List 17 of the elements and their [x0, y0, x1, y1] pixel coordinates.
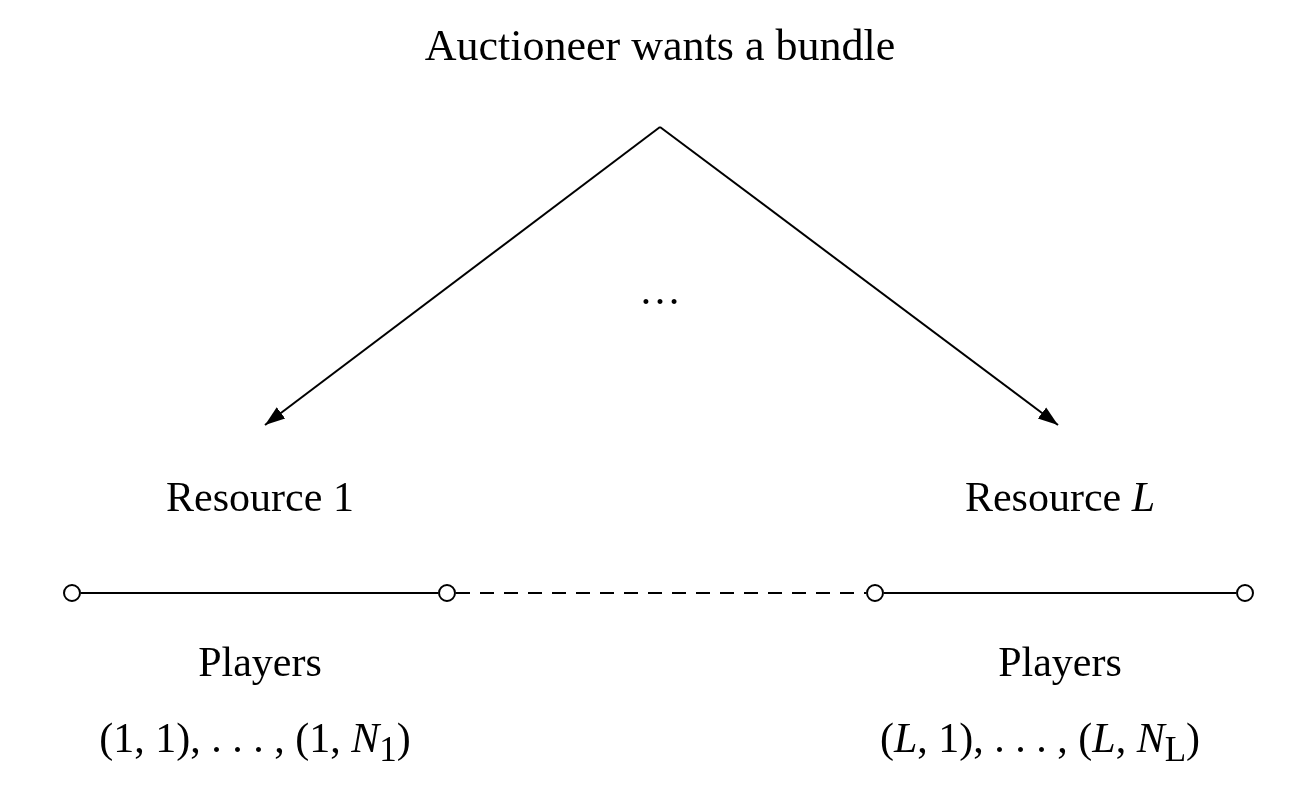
arrow [659, 126, 1059, 426]
player-label: Players [998, 637, 1122, 687]
resource-label: Resource 1 [166, 472, 354, 522]
resource-label: Resource L [964, 472, 1156, 522]
arrow [264, 126, 661, 426]
player-label: (1, 1), . . . , (1, N$_{1}$) [99, 713, 411, 772]
connector-line [455, 592, 867, 594]
connector-line [80, 592, 439, 594]
node-circle [866, 584, 884, 602]
player-label: Players [198, 637, 322, 687]
title-label: Auctioneer wants a bundle [424, 20, 896, 72]
node-circle [438, 584, 456, 602]
player-label: (L, 1), . . . , (L, N$_{L}$) [879, 713, 1201, 772]
connector-line [883, 592, 1237, 594]
ellipsis-label: … [639, 265, 681, 315]
node-circle [63, 584, 81, 602]
node-circle [1236, 584, 1254, 602]
